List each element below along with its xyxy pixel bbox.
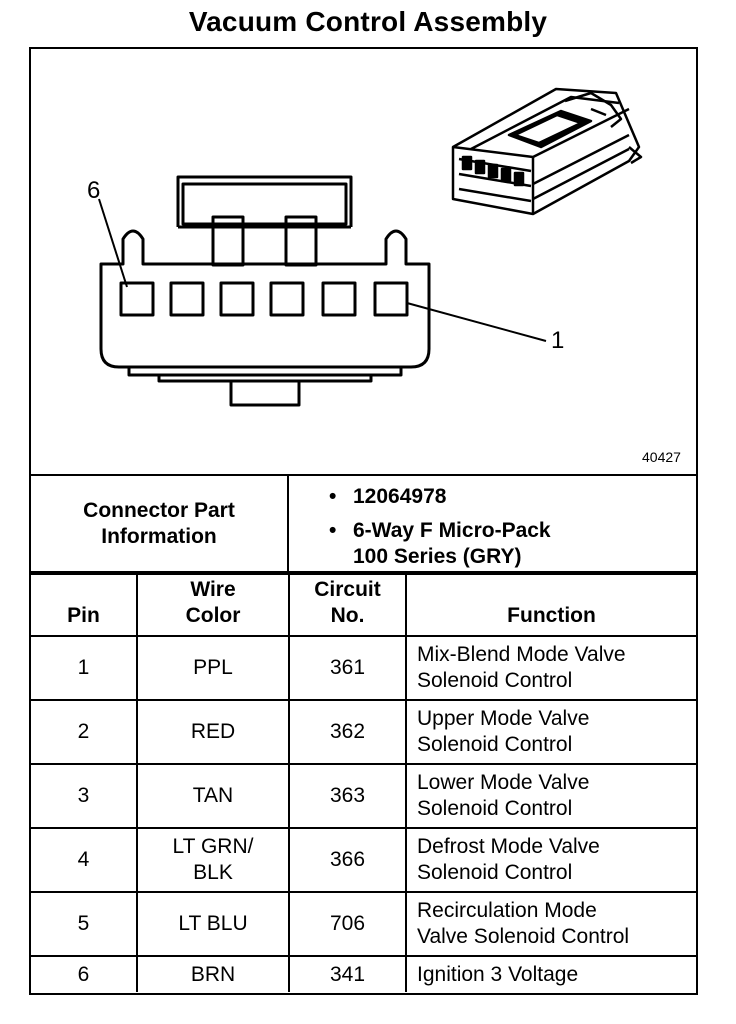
latch-inner xyxy=(181,182,348,226)
cell-function: Ignition 3 Voltage xyxy=(405,955,696,992)
cell-circuit: 362 xyxy=(288,699,407,765)
connector-info-label-line2: Information xyxy=(101,524,217,548)
connector-part-info: Connector Part Information • 12064978 • … xyxy=(31,474,696,573)
table-row: 6 BRN 341 Ignition 3 Voltage xyxy=(31,955,696,992)
bullet-glyph: • xyxy=(329,519,337,542)
cell-wire-color: TAN xyxy=(136,763,290,829)
cavity-4 xyxy=(219,281,255,317)
connector-body xyxy=(99,229,431,369)
connector-diagram: 6 1 40427 xyxy=(31,49,696,474)
connector-3d-view xyxy=(451,87,643,216)
pin6-leader xyxy=(98,198,128,288)
cavity-5 xyxy=(169,281,205,317)
connector-latch xyxy=(176,175,353,227)
header-pin: Pin xyxy=(31,573,138,637)
cavity-3 xyxy=(269,281,305,317)
pin-1-callout: 1 xyxy=(551,327,565,354)
cell-wire-color: BRN xyxy=(136,955,290,992)
cell-wire-color: PPL xyxy=(136,635,290,701)
connector-info-values: • 12064978 • 6-Way F Micro-Pack 100 Seri… xyxy=(289,476,696,571)
cavity-1 xyxy=(373,281,409,317)
connector-rail xyxy=(127,367,403,377)
connector-tab xyxy=(229,379,301,407)
pin1-leader xyxy=(406,302,547,342)
header-function: Function xyxy=(405,573,696,637)
cavity-2 xyxy=(321,281,357,317)
cell-circuit: 361 xyxy=(288,635,407,701)
figure-number: 40427 xyxy=(642,449,681,465)
cell-wire-color: LT GRN/BLK xyxy=(136,827,290,893)
bullet-glyph: • xyxy=(329,485,337,508)
cell-circuit: 706 xyxy=(288,891,407,957)
pin-6-callout: 6 xyxy=(87,177,101,204)
cell-circuit: 363 xyxy=(288,763,407,829)
cell-pin: 4 xyxy=(31,827,138,893)
connector-description-line2: 100 Series (GRY) xyxy=(353,545,522,568)
cell-pin: 1 xyxy=(31,635,138,701)
cell-wire-color: RED xyxy=(136,699,290,765)
connector-info-label: Connector Part Information xyxy=(31,476,289,571)
cell-pin: 3 xyxy=(31,763,138,829)
connector-description-line1: 6-Way F Micro-Pack xyxy=(353,519,551,542)
connector-drawing xyxy=(98,87,643,407)
cell-pin: 6 xyxy=(31,955,138,992)
connector-info-label-line1: Connector Part xyxy=(83,498,235,522)
document-frame: 6 1 40427 Connector Part Information • 1… xyxy=(29,47,698,995)
page-title: Vacuum Control Assembly xyxy=(188,6,548,37)
part-number: 12064978 xyxy=(353,485,447,508)
cell-pin: 2 xyxy=(31,699,138,765)
cell-circuit: 341 xyxy=(288,955,407,992)
cell-pin: 5 xyxy=(31,891,138,957)
cell-circuit: 366 xyxy=(288,827,407,893)
cavity-6 xyxy=(119,281,155,317)
cell-wire-color: LT BLU xyxy=(136,891,290,957)
